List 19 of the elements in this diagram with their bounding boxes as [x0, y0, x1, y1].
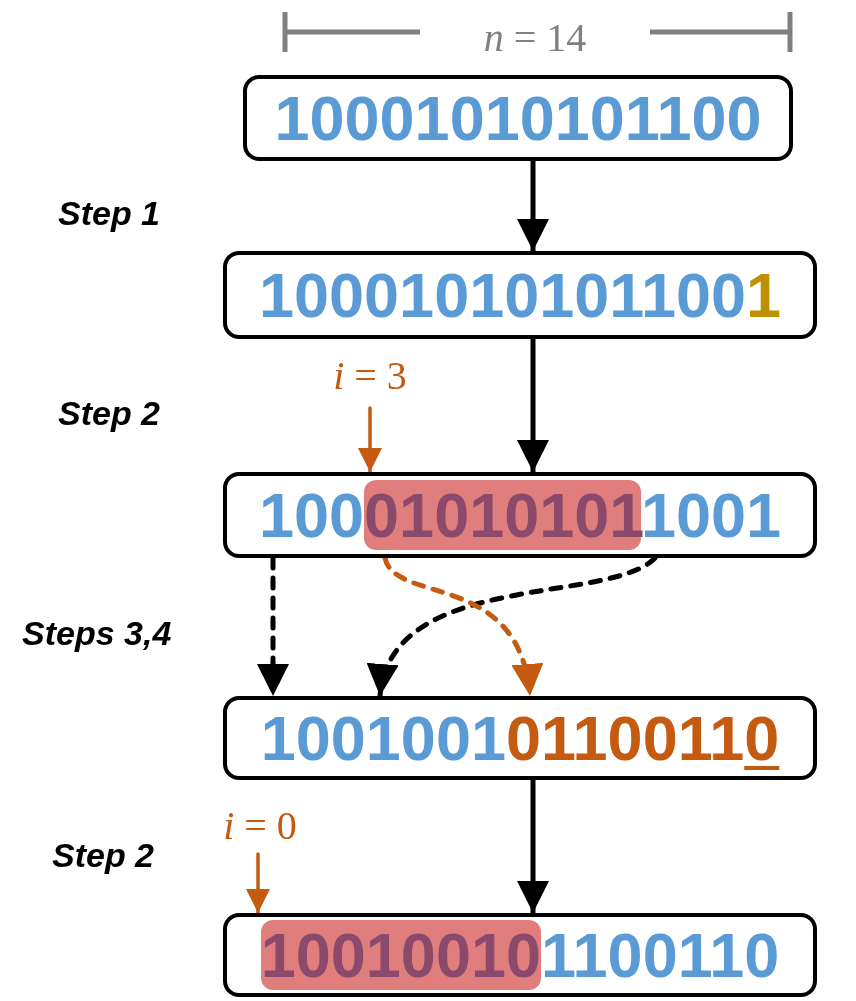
bit-string: 100010101011001 — [258, 259, 782, 331]
step-label: Steps 3,4 — [22, 613, 173, 654]
bit-string: 100100101100110 — [260, 919, 780, 991]
step-label: Step 2 — [58, 393, 162, 434]
bit-string-box — [243, 75, 793, 161]
index-label: i = 0 — [205, 798, 315, 854]
bit-string-box — [223, 913, 817, 997]
arrow — [517, 777, 549, 916]
bit-string: 10001010101100 — [274, 82, 762, 154]
arrow — [517, 336, 549, 475]
arrow — [517, 158, 549, 254]
index-label: i = 3 — [315, 348, 425, 404]
bit-string-box — [223, 696, 817, 780]
arrow — [246, 852, 270, 915]
bit-string: 100100101100110 — [260, 702, 780, 774]
arrow — [358, 406, 382, 474]
step-label: Step 2 — [52, 835, 156, 876]
bit-string-box — [223, 251, 817, 339]
step-label: Step 1 — [58, 193, 162, 234]
